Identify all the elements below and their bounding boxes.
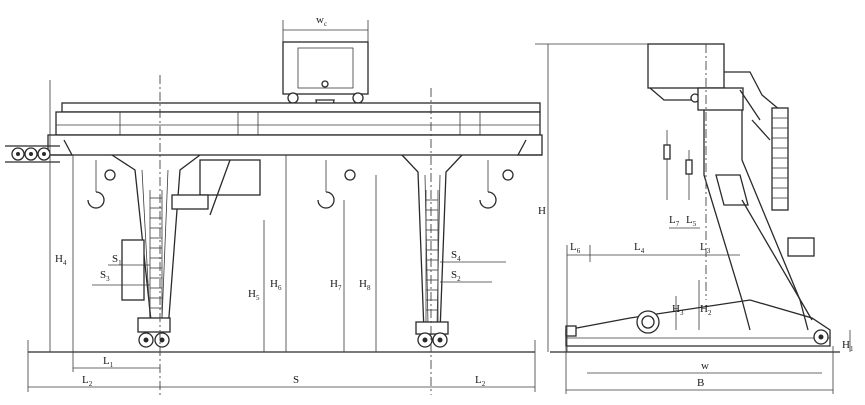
hook-left-outer: [87, 160, 116, 209]
label-w: w: [701, 360, 709, 372]
label-L4: L4: [634, 241, 645, 255]
left-leg: [111, 154, 261, 348]
label-H1: H1: [842, 339, 854, 353]
label-H5: H5: [248, 288, 260, 302]
label-S2: S2: [451, 269, 461, 283]
front-dimensions: [27, 20, 536, 392]
label-L2-right: L2: [475, 374, 486, 388]
main-girder: [47, 102, 543, 156]
label-H3: H3: [672, 303, 684, 317]
side-sill-beam: [565, 299, 831, 347]
hook-right-outer: [479, 160, 514, 209]
side-trolley: [647, 43, 725, 89]
label-H7: H7: [330, 278, 342, 292]
right-leg: [401, 154, 463, 348]
label-B: B: [697, 377, 704, 389]
side-hook-parts: [663, 130, 693, 200]
label-L5: L5: [686, 214, 697, 228]
dimension-labels: wc H4 S1 S3 H5 H6 H7 H8 S4 S2 L1 L2 S L2…: [55, 14, 854, 389]
label-S: S: [293, 374, 299, 386]
side-leg: [703, 110, 815, 331]
label-S3: S3: [100, 269, 110, 283]
label-L3: L3: [700, 241, 711, 255]
label-H6: H6: [270, 278, 282, 292]
side-stairs: [724, 71, 789, 211]
label-wc: wc: [316, 14, 327, 28]
label-S4: S4: [451, 249, 461, 263]
label-H8: H8: [359, 278, 371, 292]
front-view: [5, 20, 543, 395]
side-view: [535, 43, 851, 394]
side-dimensions: [535, 43, 851, 394]
label-S1: S1: [112, 253, 122, 267]
side-girder: [697, 87, 744, 111]
label-H4: H4: [55, 253, 67, 267]
label-H: H: [538, 205, 546, 217]
cable-drum-left: [5, 145, 60, 163]
label-L7: L7: [669, 214, 680, 228]
label-L6: L6: [570, 241, 581, 255]
hook-center: [317, 160, 356, 209]
label-H2: H2: [700, 303, 712, 317]
label-L1: L1: [103, 355, 114, 369]
label-L2-left: L2: [82, 374, 93, 388]
